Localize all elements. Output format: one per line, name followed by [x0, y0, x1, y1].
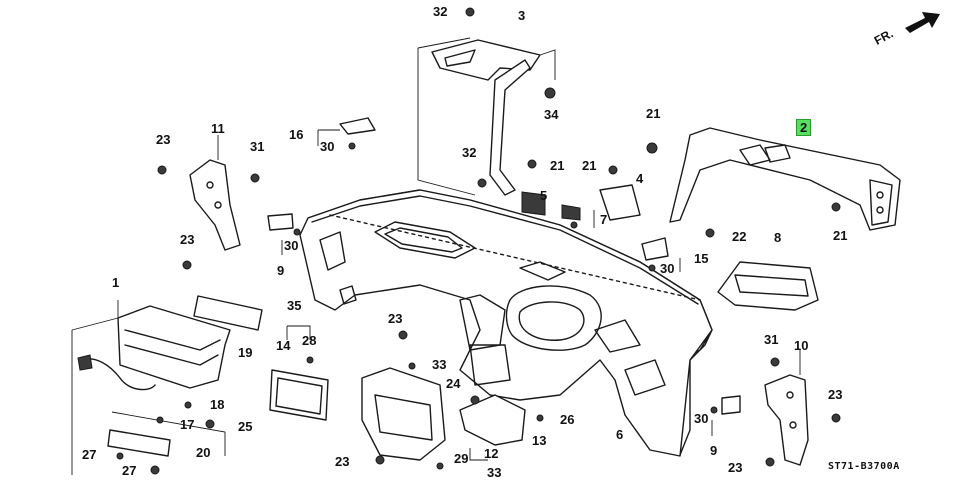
label-18: 18	[210, 397, 225, 412]
label-24: 24	[446, 376, 461, 391]
label-19: 19	[238, 345, 253, 360]
part-10-bracket	[764, 350, 809, 466]
label-30d: 30	[694, 411, 709, 426]
label-13: 13	[532, 433, 547, 448]
label-21a: 21	[646, 106, 661, 121]
label-23f: 23	[728, 460, 743, 475]
label-30b: 30	[284, 238, 299, 253]
label-5: 5	[540, 188, 548, 203]
part-12-bracket	[361, 367, 446, 461]
label-28: 28	[302, 333, 317, 348]
label-7: 7	[600, 212, 608, 227]
part-3-bracket	[417, 37, 556, 196]
label-34: 34	[544, 107, 559, 122]
label-2-highlight: 2	[796, 119, 812, 136]
part-11-bracket	[189, 135, 241, 251]
label-9b: 9	[710, 443, 718, 458]
label-23c: 23	[388, 311, 403, 326]
front-arrow-icon	[905, 12, 940, 33]
label-31b: 31	[764, 332, 779, 347]
label-32a: 32	[433, 4, 448, 19]
label-3: 3	[518, 8, 526, 23]
label-4: 4	[636, 171, 644, 186]
part-9a-clip	[267, 213, 294, 231]
label-15: 15	[694, 251, 709, 266]
label-32b: 32	[462, 145, 477, 160]
part-1-airbag	[71, 300, 231, 475]
label-30c: 30	[660, 261, 675, 276]
part-20-strip	[107, 429, 171, 457]
part-15-clip	[641, 237, 669, 261]
label-27a: 27	[82, 447, 97, 462]
label-11: 11	[211, 121, 225, 136]
part-16-clip	[339, 117, 376, 135]
part-2-beam	[669, 127, 901, 231]
label-12: 12	[484, 446, 499, 461]
label-33a: 33	[432, 357, 447, 372]
label-23a: 23	[156, 132, 171, 147]
label-25: 25	[238, 419, 253, 434]
part-19-panel	[193, 295, 263, 331]
label-21b: 21	[550, 158, 565, 173]
part-5-clip	[521, 191, 546, 216]
label-21d: 21	[833, 228, 848, 243]
label-1: 1	[112, 275, 120, 290]
label-33b: 33	[487, 465, 502, 480]
label-23e: 23	[828, 387, 843, 402]
label-9a: 9	[277, 263, 285, 278]
label-29: 29	[454, 451, 469, 466]
label-17: 17	[180, 417, 195, 432]
label-23b: 23	[180, 232, 195, 247]
part-8-tray	[717, 261, 819, 311]
label-31a: 31	[250, 139, 265, 154]
label-6: 6	[616, 427, 624, 442]
label-14: 14	[276, 338, 291, 353]
label-20: 20	[196, 445, 211, 460]
part-7-clip	[561, 204, 581, 221]
fasteners	[116, 7, 841, 475]
label-30a: 30	[320, 139, 335, 154]
instrument-panel	[299, 189, 713, 457]
part-9b-clip	[721, 395, 741, 415]
part-13-bracket	[459, 394, 526, 446]
label-22: 22	[732, 229, 747, 244]
label-10: 10	[794, 338, 809, 353]
part-4-bracket	[599, 184, 641, 221]
label-26: 26	[560, 412, 575, 427]
label-27b: 27	[122, 463, 137, 478]
label-35: 35	[287, 298, 302, 313]
label-23d: 23	[335, 454, 350, 469]
label-16: 16	[289, 127, 304, 142]
label-8: 8	[774, 230, 782, 245]
label-21c: 21	[582, 158, 597, 173]
diagram-code: ST71-B3700A	[828, 461, 900, 472]
